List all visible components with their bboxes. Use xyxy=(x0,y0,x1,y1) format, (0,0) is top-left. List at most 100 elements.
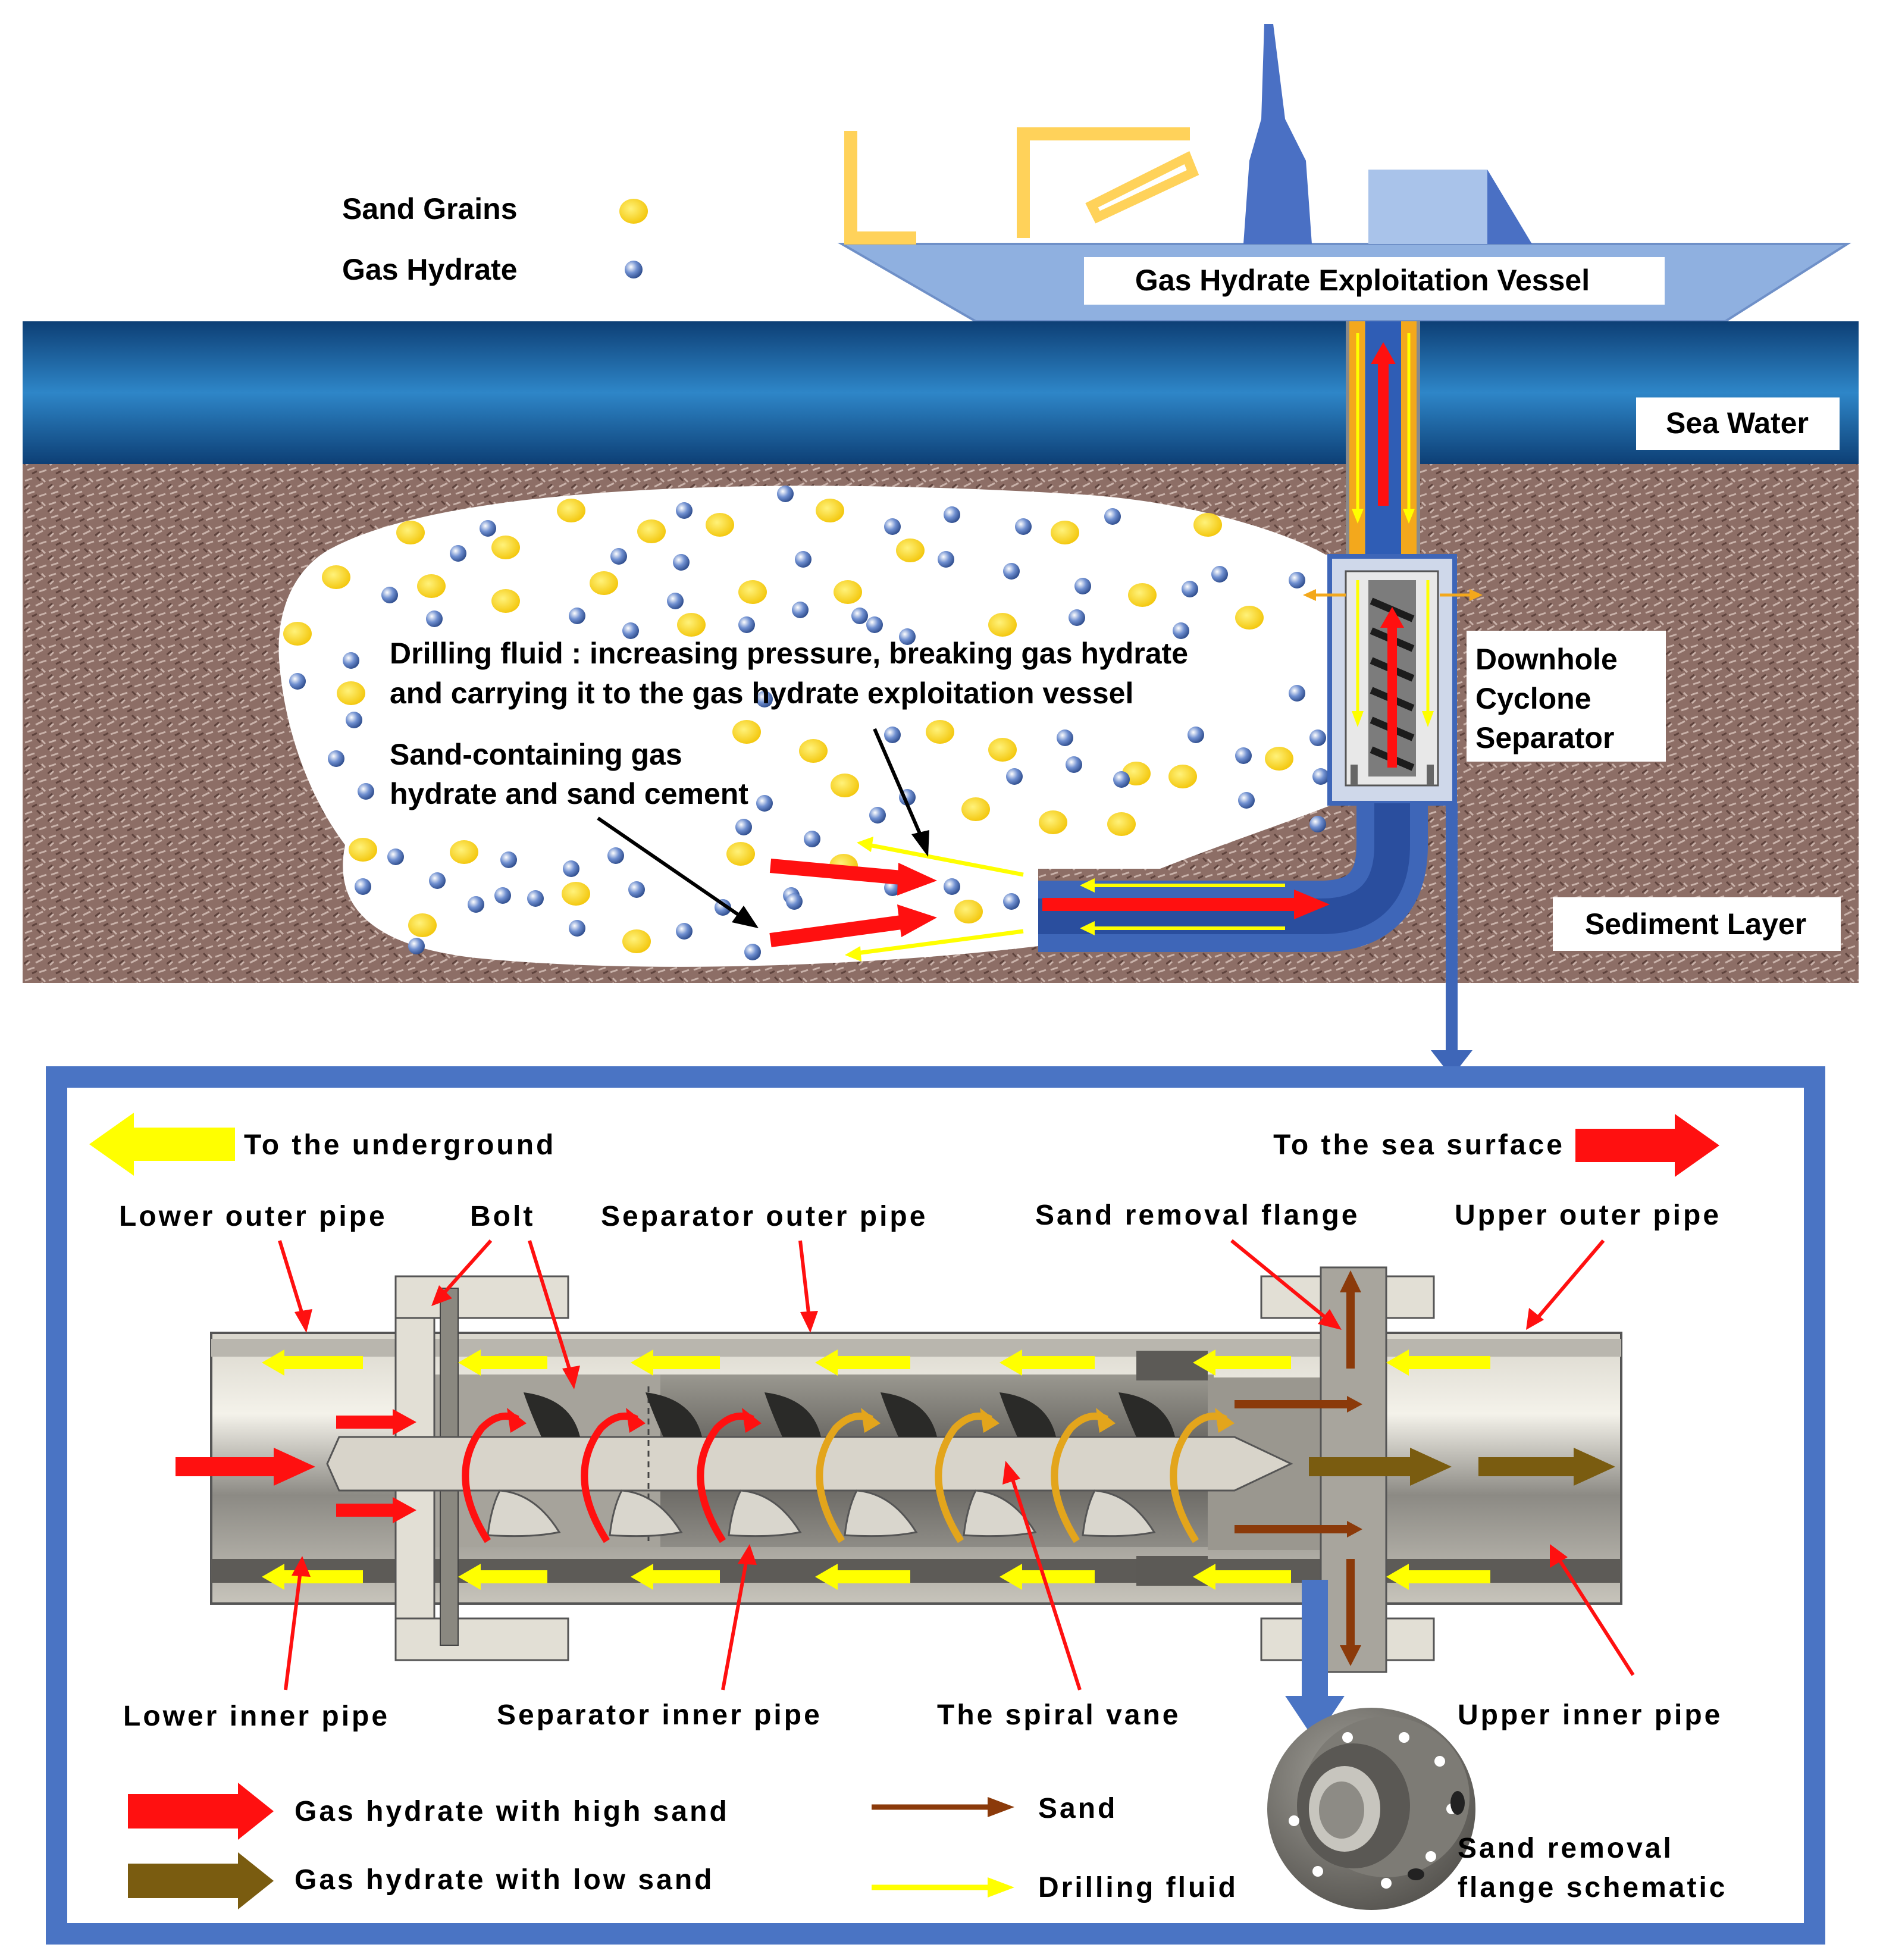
gas-hydrate-particle xyxy=(408,938,425,954)
gas-hydrate-particle xyxy=(1015,518,1032,535)
gas-hydrate-particle xyxy=(1182,581,1198,597)
separator-outer-pipe-label: Separator outer pipe xyxy=(601,1201,928,1232)
legend-sand-grain-marker xyxy=(619,199,648,224)
sand-grain xyxy=(637,519,666,543)
gas-hydrate-particle xyxy=(1104,508,1121,525)
flange-schematic-label-line1: Sand removal xyxy=(1458,1833,1674,1864)
direction-legend: To the underground To the sea surface xyxy=(89,1113,1719,1177)
sand-grain xyxy=(491,536,520,559)
jet-arrows xyxy=(769,837,1024,962)
flow-arrow-head xyxy=(631,1564,653,1590)
sand-grain xyxy=(622,929,651,953)
gas-hydrate-particle xyxy=(938,551,954,568)
separator-label-line2: Cyclone xyxy=(1475,682,1591,715)
gas-hydrate-particle xyxy=(756,691,773,707)
gas-hydrate-particle xyxy=(786,893,803,910)
flow-arrow-head xyxy=(1193,1350,1215,1376)
gas-hydrate-particle xyxy=(884,518,901,535)
sand-grain xyxy=(562,882,590,906)
gas-hydrate-particle xyxy=(628,881,645,898)
legend-drilling-fluid-label: Drilling fluid xyxy=(1038,1872,1238,1903)
gas-hydrate-particle xyxy=(1069,609,1085,626)
gas-hydrate-particle xyxy=(1312,768,1329,785)
sand-grain xyxy=(1107,812,1136,836)
gas-hydrate-particle xyxy=(777,486,794,502)
sand-grain xyxy=(1128,583,1157,607)
flow-arrow-head xyxy=(1347,1396,1362,1413)
swirl-arrow-head xyxy=(626,1408,646,1433)
sand-grain xyxy=(816,499,844,522)
separator-flow-arrows xyxy=(176,1270,1615,1666)
gas-hydrate-particle xyxy=(1235,747,1252,764)
sand-grain xyxy=(349,838,377,862)
gas-hydrate-particle xyxy=(358,783,374,800)
sand-grain xyxy=(1235,606,1264,630)
gas-hydrate-particle xyxy=(744,944,761,960)
gas-hydrate-particle xyxy=(1006,768,1023,785)
gas-hydrate-particle xyxy=(1211,566,1228,583)
gas-hydrate-particle xyxy=(804,831,820,847)
sand-grain xyxy=(337,681,365,705)
gas-hydrate-particle xyxy=(1066,756,1082,773)
sand-grain xyxy=(283,622,312,646)
legend-high-sand-swatch xyxy=(128,1794,247,1829)
swirl-arrow xyxy=(816,1413,873,1543)
gas-hydrate-particle xyxy=(735,819,752,835)
flow-arrow-head xyxy=(262,1350,284,1376)
flow-arrow-head xyxy=(393,1409,416,1435)
legend-sand-grains-label: Sand Grains xyxy=(342,192,518,226)
riser-pipe xyxy=(1346,321,1420,556)
gas-hydrate-particle xyxy=(426,610,443,627)
bolt-label: Bolt xyxy=(470,1201,535,1232)
gas-hydrate-particle xyxy=(328,750,344,767)
vane-blade-lower xyxy=(487,1489,561,1538)
gas-hydrate-particle xyxy=(1057,729,1073,746)
swirl-arrow xyxy=(1051,1413,1108,1543)
gas-hydrate-particle xyxy=(381,587,398,603)
to-underground-label: To the underground xyxy=(244,1129,556,1161)
legend-low-sand-swatch xyxy=(128,1864,247,1898)
upper-inner-pipe-label: Upper inner pipe xyxy=(1458,1699,1722,1731)
sand-grain xyxy=(988,613,1017,637)
gas-hydrate-particle xyxy=(1003,563,1020,580)
legend-gas-hydrate-label: Gas Hydrate xyxy=(342,253,518,286)
gas-hydrate-particle xyxy=(429,872,446,889)
separator-label-line1: Downhole xyxy=(1475,643,1618,676)
vane-blade-lower xyxy=(609,1489,683,1538)
swirl-arrow xyxy=(581,1413,638,1543)
gas-hydrate-particle xyxy=(884,727,901,743)
gas-hydrate-particle xyxy=(500,851,517,868)
hydrate-reservoir xyxy=(278,486,1351,967)
flow-arrow-head xyxy=(458,1564,481,1590)
swirl-arrow-head xyxy=(980,1408,1000,1433)
gas-hydrate-particle xyxy=(676,923,693,940)
sand-containing-caption-line2: hydrate and sand cement xyxy=(390,777,748,810)
gas-hydrate-particle xyxy=(795,551,812,568)
flow-arrow-head xyxy=(631,1350,653,1376)
sand-grain xyxy=(677,613,706,637)
sand-grain xyxy=(1039,810,1067,834)
detail-leader-heads xyxy=(292,1285,1568,1577)
swirl-arrow xyxy=(697,1413,754,1543)
sea-water-layer xyxy=(23,321,1859,464)
sand-flow-head xyxy=(1340,1270,1361,1292)
sand-grain xyxy=(1051,521,1079,544)
gas-hydrate-particle xyxy=(944,506,960,523)
flow-arrow-head xyxy=(1386,1350,1409,1376)
flow-arrow-head xyxy=(1410,1448,1452,1486)
sand-grain xyxy=(396,521,425,544)
gas-hydrate-particle xyxy=(866,616,883,633)
sand-grain xyxy=(417,574,446,598)
spiral-vane xyxy=(487,1392,1175,1538)
sand-grain xyxy=(732,720,761,744)
gas-hydrate-particle xyxy=(792,602,809,618)
sand-grain xyxy=(896,538,925,562)
gas-hydrate-particle xyxy=(346,712,362,728)
vane-blade-upper xyxy=(524,1392,580,1437)
gas-hydrate-particle xyxy=(667,593,684,609)
sand-grain xyxy=(450,840,478,864)
spiral-vane-label: The spiral vane xyxy=(937,1699,1180,1731)
gas-hydrate-particle xyxy=(1238,792,1255,809)
gas-hydrate-particle xyxy=(563,860,579,877)
gas-hydrate-particle xyxy=(1289,685,1305,702)
